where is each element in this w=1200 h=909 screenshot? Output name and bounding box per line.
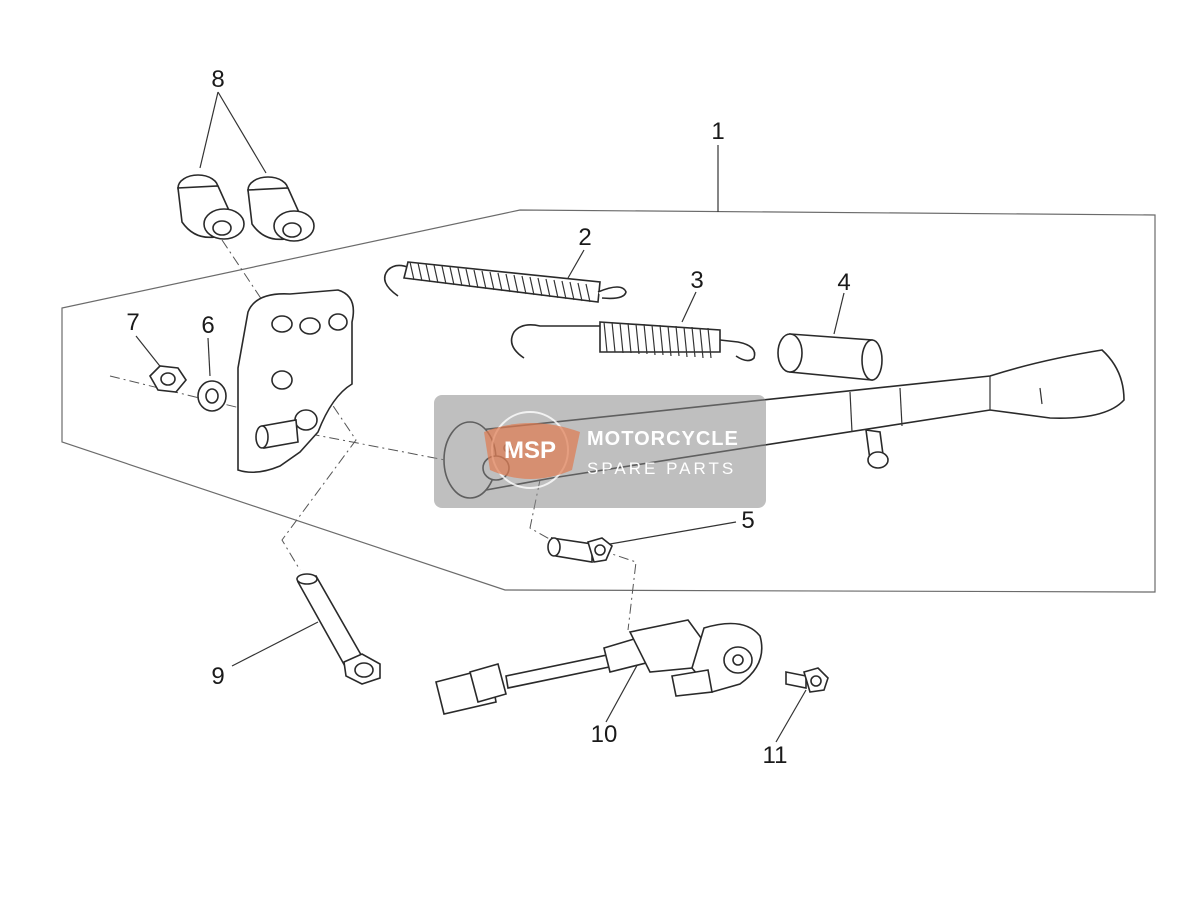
callout-5: 5 [741,507,754,534]
callout-1: 1 [711,118,724,145]
callout-10: 10 [591,721,618,748]
watermark-logo-text: MSP [504,437,556,464]
callout-4: 4 [837,269,850,296]
watermark-title: MOTORCYCLE [587,428,739,450]
pivot-pin [547,537,613,563]
spacer-sleeve [777,333,883,381]
long-bolt [296,573,381,685]
callout-2: 2 [578,224,591,251]
watermark-panel [434,395,766,508]
callout-labels: 1 2 3 4 5 6 7 8 9 10 11 [126,66,850,769]
callout-3: 3 [690,267,703,294]
watermark: MSP MOTORCYCLE SPARE PARTS [434,395,766,508]
callout-8: 8 [211,66,224,93]
tension-spring-long [383,261,627,303]
small-bolt [785,667,829,693]
watermark-logo-swoosh [484,423,580,479]
watermark-subtitle: SPARE PARTS [587,459,736,478]
stand-bracket [237,289,355,474]
callout-6: 6 [201,312,214,339]
rubber-bushing-pair [177,174,315,242]
tension-spring-short [510,321,756,362]
leader-lines [135,91,845,743]
hex-nut [149,365,187,393]
side-stand-sensor [435,619,763,715]
washer [197,380,227,412]
callout-7: 7 [126,309,139,336]
callout-9: 9 [211,663,224,690]
callout-11: 11 [763,742,788,769]
assembly-frame [61,209,1156,593]
